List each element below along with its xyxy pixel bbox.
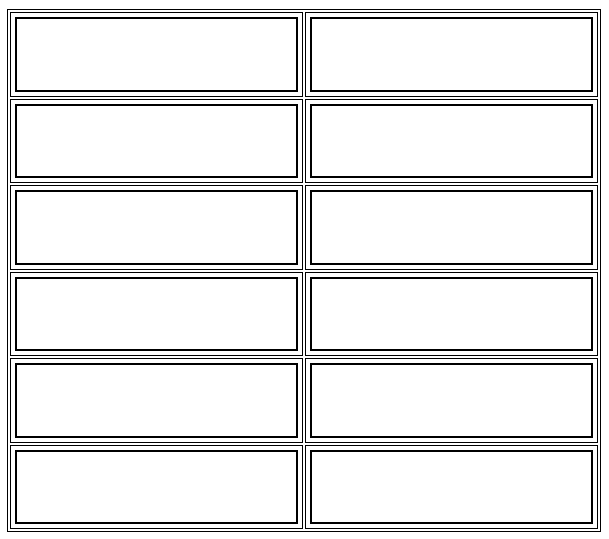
cell-box — [15, 449, 298, 524]
grid-cell-r6-c1[interactable] — [10, 444, 303, 529]
grid-cell-r5-c2[interactable] — [305, 358, 598, 443]
panel-grid — [7, 9, 601, 532]
grid-cell-r4-c1[interactable] — [10, 271, 303, 356]
cell-box — [310, 190, 593, 265]
cell-box — [310, 17, 593, 92]
cell-box — [15, 190, 298, 265]
cell-box — [310, 103, 593, 178]
grid-cell-r2-c2[interactable] — [305, 98, 598, 183]
cell-box — [15, 103, 298, 178]
cell-box — [15, 276, 298, 351]
cell-box — [310, 363, 593, 438]
grid-cell-r3-c2[interactable] — [305, 185, 598, 270]
cell-box — [15, 17, 298, 92]
grid-cell-r1-c2[interactable] — [305, 12, 598, 97]
cell-box — [310, 276, 593, 351]
grid-cell-r6-c2[interactable] — [305, 444, 598, 529]
grid-cell-r1-c1[interactable] — [10, 12, 303, 97]
grid-cell-r3-c1[interactable] — [10, 185, 303, 270]
cell-box — [15, 363, 298, 438]
grid-cell-r5-c1[interactable] — [10, 358, 303, 443]
cell-box — [310, 449, 593, 524]
grid-cell-r4-c2[interactable] — [305, 271, 598, 356]
grid-cell-r2-c1[interactable] — [10, 98, 303, 183]
